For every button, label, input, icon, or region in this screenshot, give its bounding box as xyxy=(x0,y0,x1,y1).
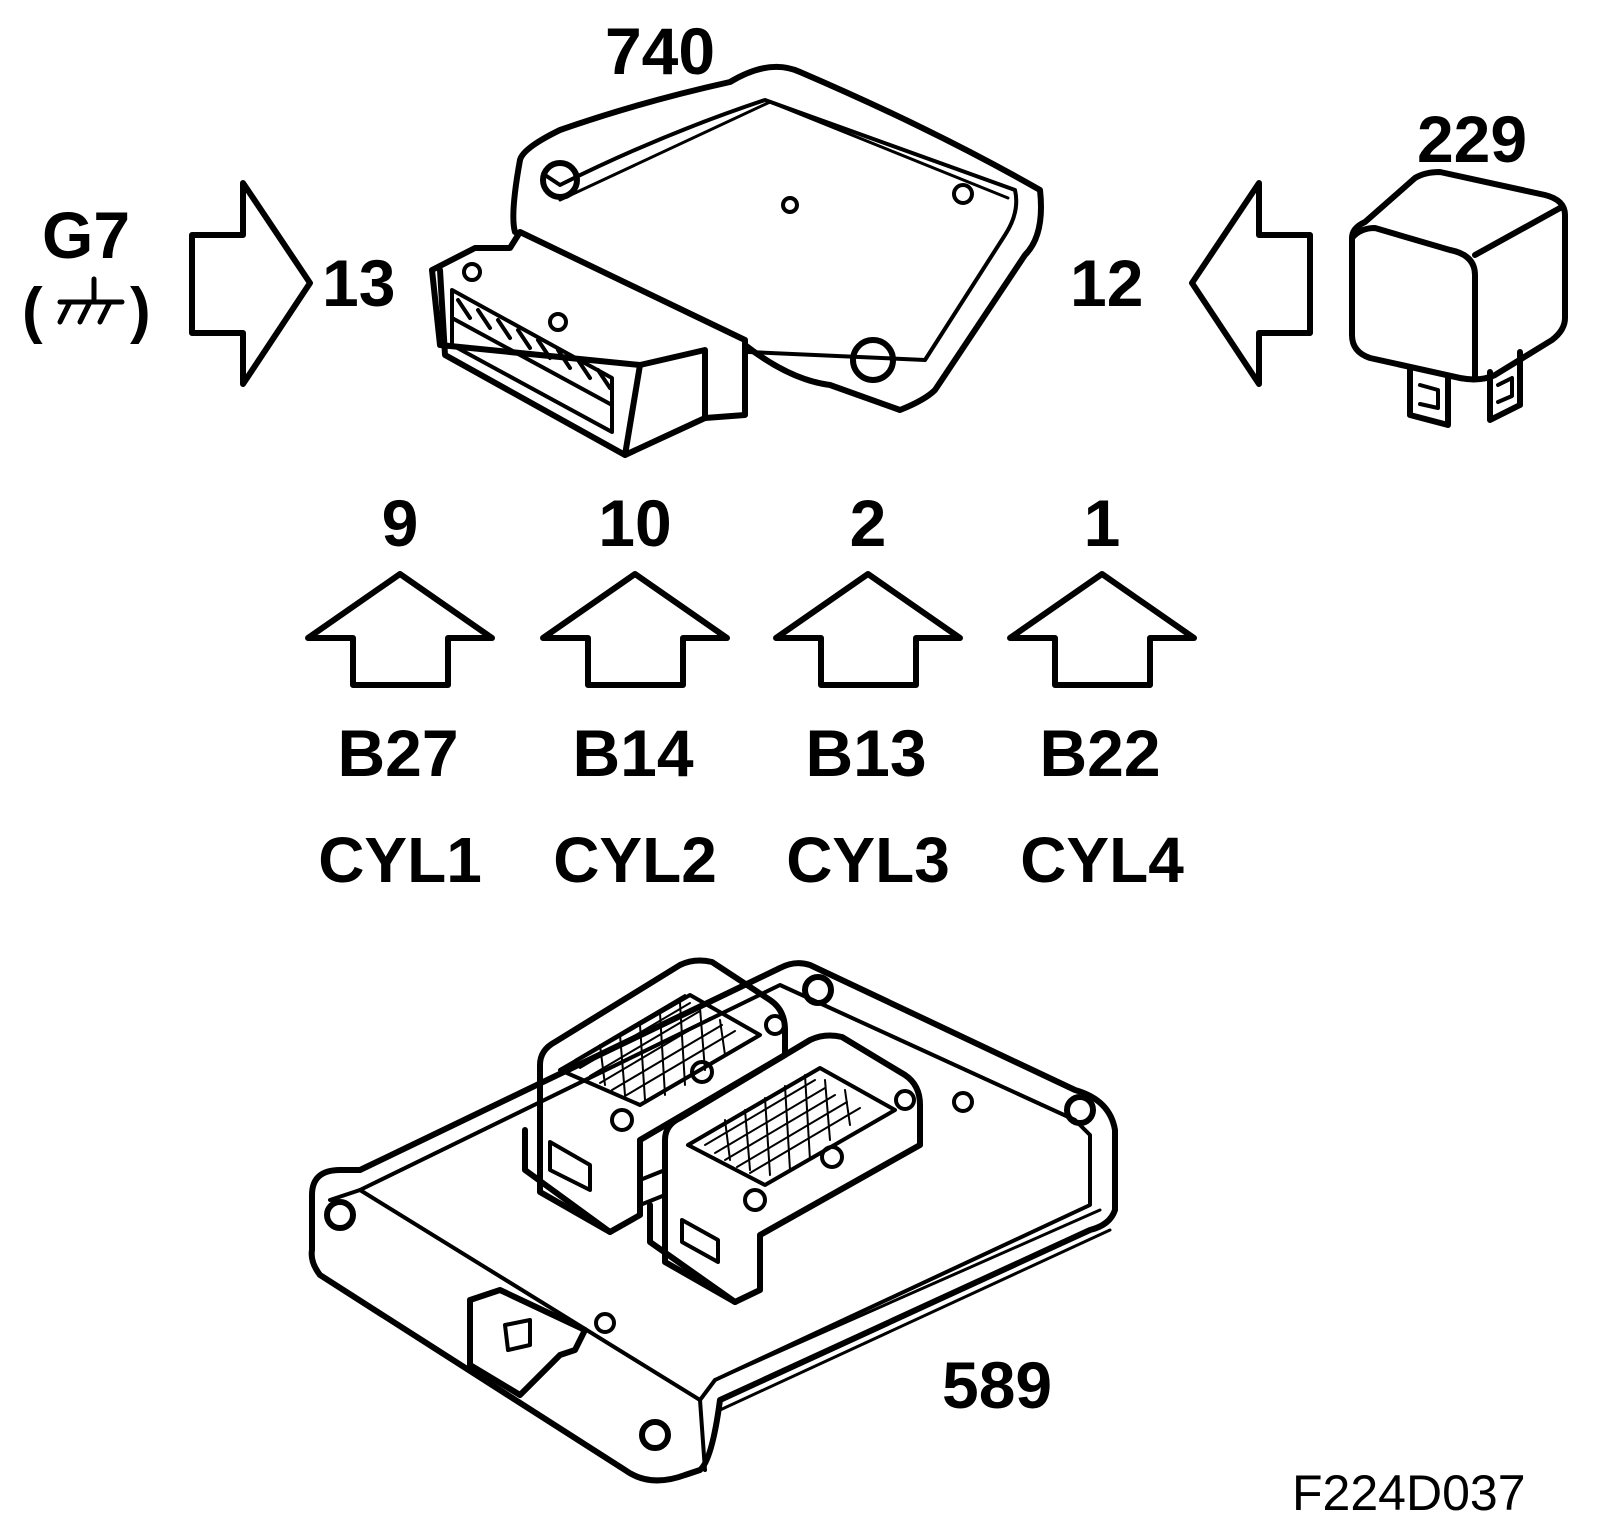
pin-label-cyl2: 10 xyxy=(598,486,672,560)
arrow-right-icon xyxy=(189,180,313,387)
cylinder-label-3: CYL3 xyxy=(786,824,950,896)
pin-label-cyl1: 9 xyxy=(381,486,419,560)
cylinder-label-1: CYL1 xyxy=(318,824,482,896)
pin-label-cyl3: 2 xyxy=(849,486,887,560)
ground-g7-label: G7 xyxy=(41,198,131,272)
arrow-left-icon xyxy=(1189,180,1313,387)
ground-symbol-icon xyxy=(57,276,125,325)
arrow-up-icons xyxy=(305,571,1197,688)
ground-paren-close: ) xyxy=(130,276,151,345)
arrow-up-icon-cyl4 xyxy=(1007,571,1197,688)
pin-label-cyl4: 1 xyxy=(1083,486,1121,560)
connector-label-b14: B14 xyxy=(572,716,694,790)
ground-paren-open: ( xyxy=(22,276,43,345)
arrow-up-icon-cyl2 xyxy=(540,571,730,688)
ignition-module-drawing xyxy=(429,63,1044,458)
module-740-label: 740 xyxy=(604,14,716,88)
arrow-up-icon-cyl3 xyxy=(773,571,963,688)
connector-label-b27: B27 xyxy=(337,716,459,790)
relay-229-label: 229 xyxy=(1416,102,1528,176)
control-unit-drawing xyxy=(308,957,1118,1484)
cylinder-label-2: CYL2 xyxy=(553,824,717,896)
relay-drawing xyxy=(1349,169,1568,428)
connector-label-b22: B22 xyxy=(1039,716,1161,790)
control-unit-589-label: 589 xyxy=(942,1348,1053,1422)
connector-label-b13: B13 xyxy=(805,716,927,790)
pin-12-label: 12 xyxy=(1070,246,1144,320)
arrow-up-icon-cyl1 xyxy=(305,571,495,688)
cylinder-label-4: CYL4 xyxy=(1020,824,1184,896)
pin-13-label: 13 xyxy=(322,246,396,320)
figure-reference: F224D037 xyxy=(1292,1465,1526,1521)
